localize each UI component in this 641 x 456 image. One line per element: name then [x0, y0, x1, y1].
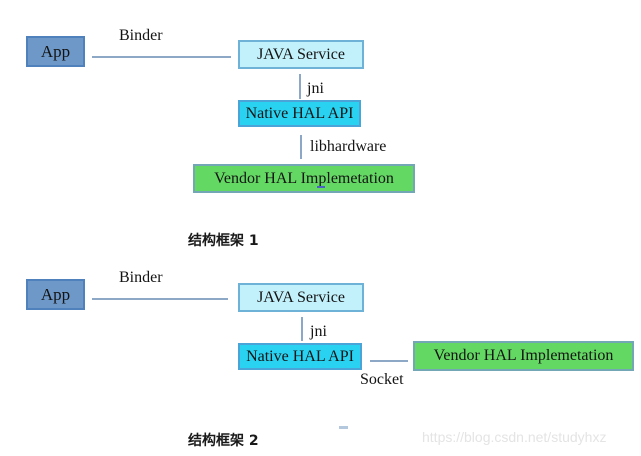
jni-connector-line-1 — [299, 74, 301, 99]
java-service-box-2: JAVA Service — [238, 283, 364, 312]
socket-label: Socket — [360, 371, 404, 388]
framework-1-caption: 结构框架 1 — [188, 233, 259, 249]
binder-label-1: Binder — [119, 27, 163, 44]
jni-label-1: jni — [307, 80, 324, 97]
libhardware-connector-line — [300, 135, 302, 159]
vendor-hal-box-1: Vendor HAL Implemetation — [193, 164, 415, 193]
jni-connector-line-2 — [301, 317, 303, 341]
binder-connector-line-2 — [92, 298, 228, 300]
csdn-watermark: https://blog.csdn.net/studyhxz — [422, 429, 607, 445]
stray-dash-artifact — [339, 426, 348, 429]
java-service-box-1: JAVA Service — [238, 40, 364, 69]
libhardware-label: libhardware — [310, 138, 387, 155]
app-box-2: App — [26, 279, 85, 310]
binder-label-2: Binder — [119, 269, 163, 286]
spellcheck-underline-artifact — [317, 186, 325, 188]
native-hal-api-box-1: Native HAL API — [238, 100, 361, 127]
framework-2-caption: 结构框架 2 — [188, 433, 259, 449]
vendor-hal-box-2: Vendor HAL Implemetation — [413, 341, 634, 371]
native-hal-api-box-2: Native HAL API — [238, 343, 362, 370]
socket-connector-line — [370, 360, 408, 362]
jni-label-2: jni — [310, 323, 327, 340]
binder-connector-line-1 — [92, 56, 231, 58]
app-box-1: App — [26, 36, 85, 67]
